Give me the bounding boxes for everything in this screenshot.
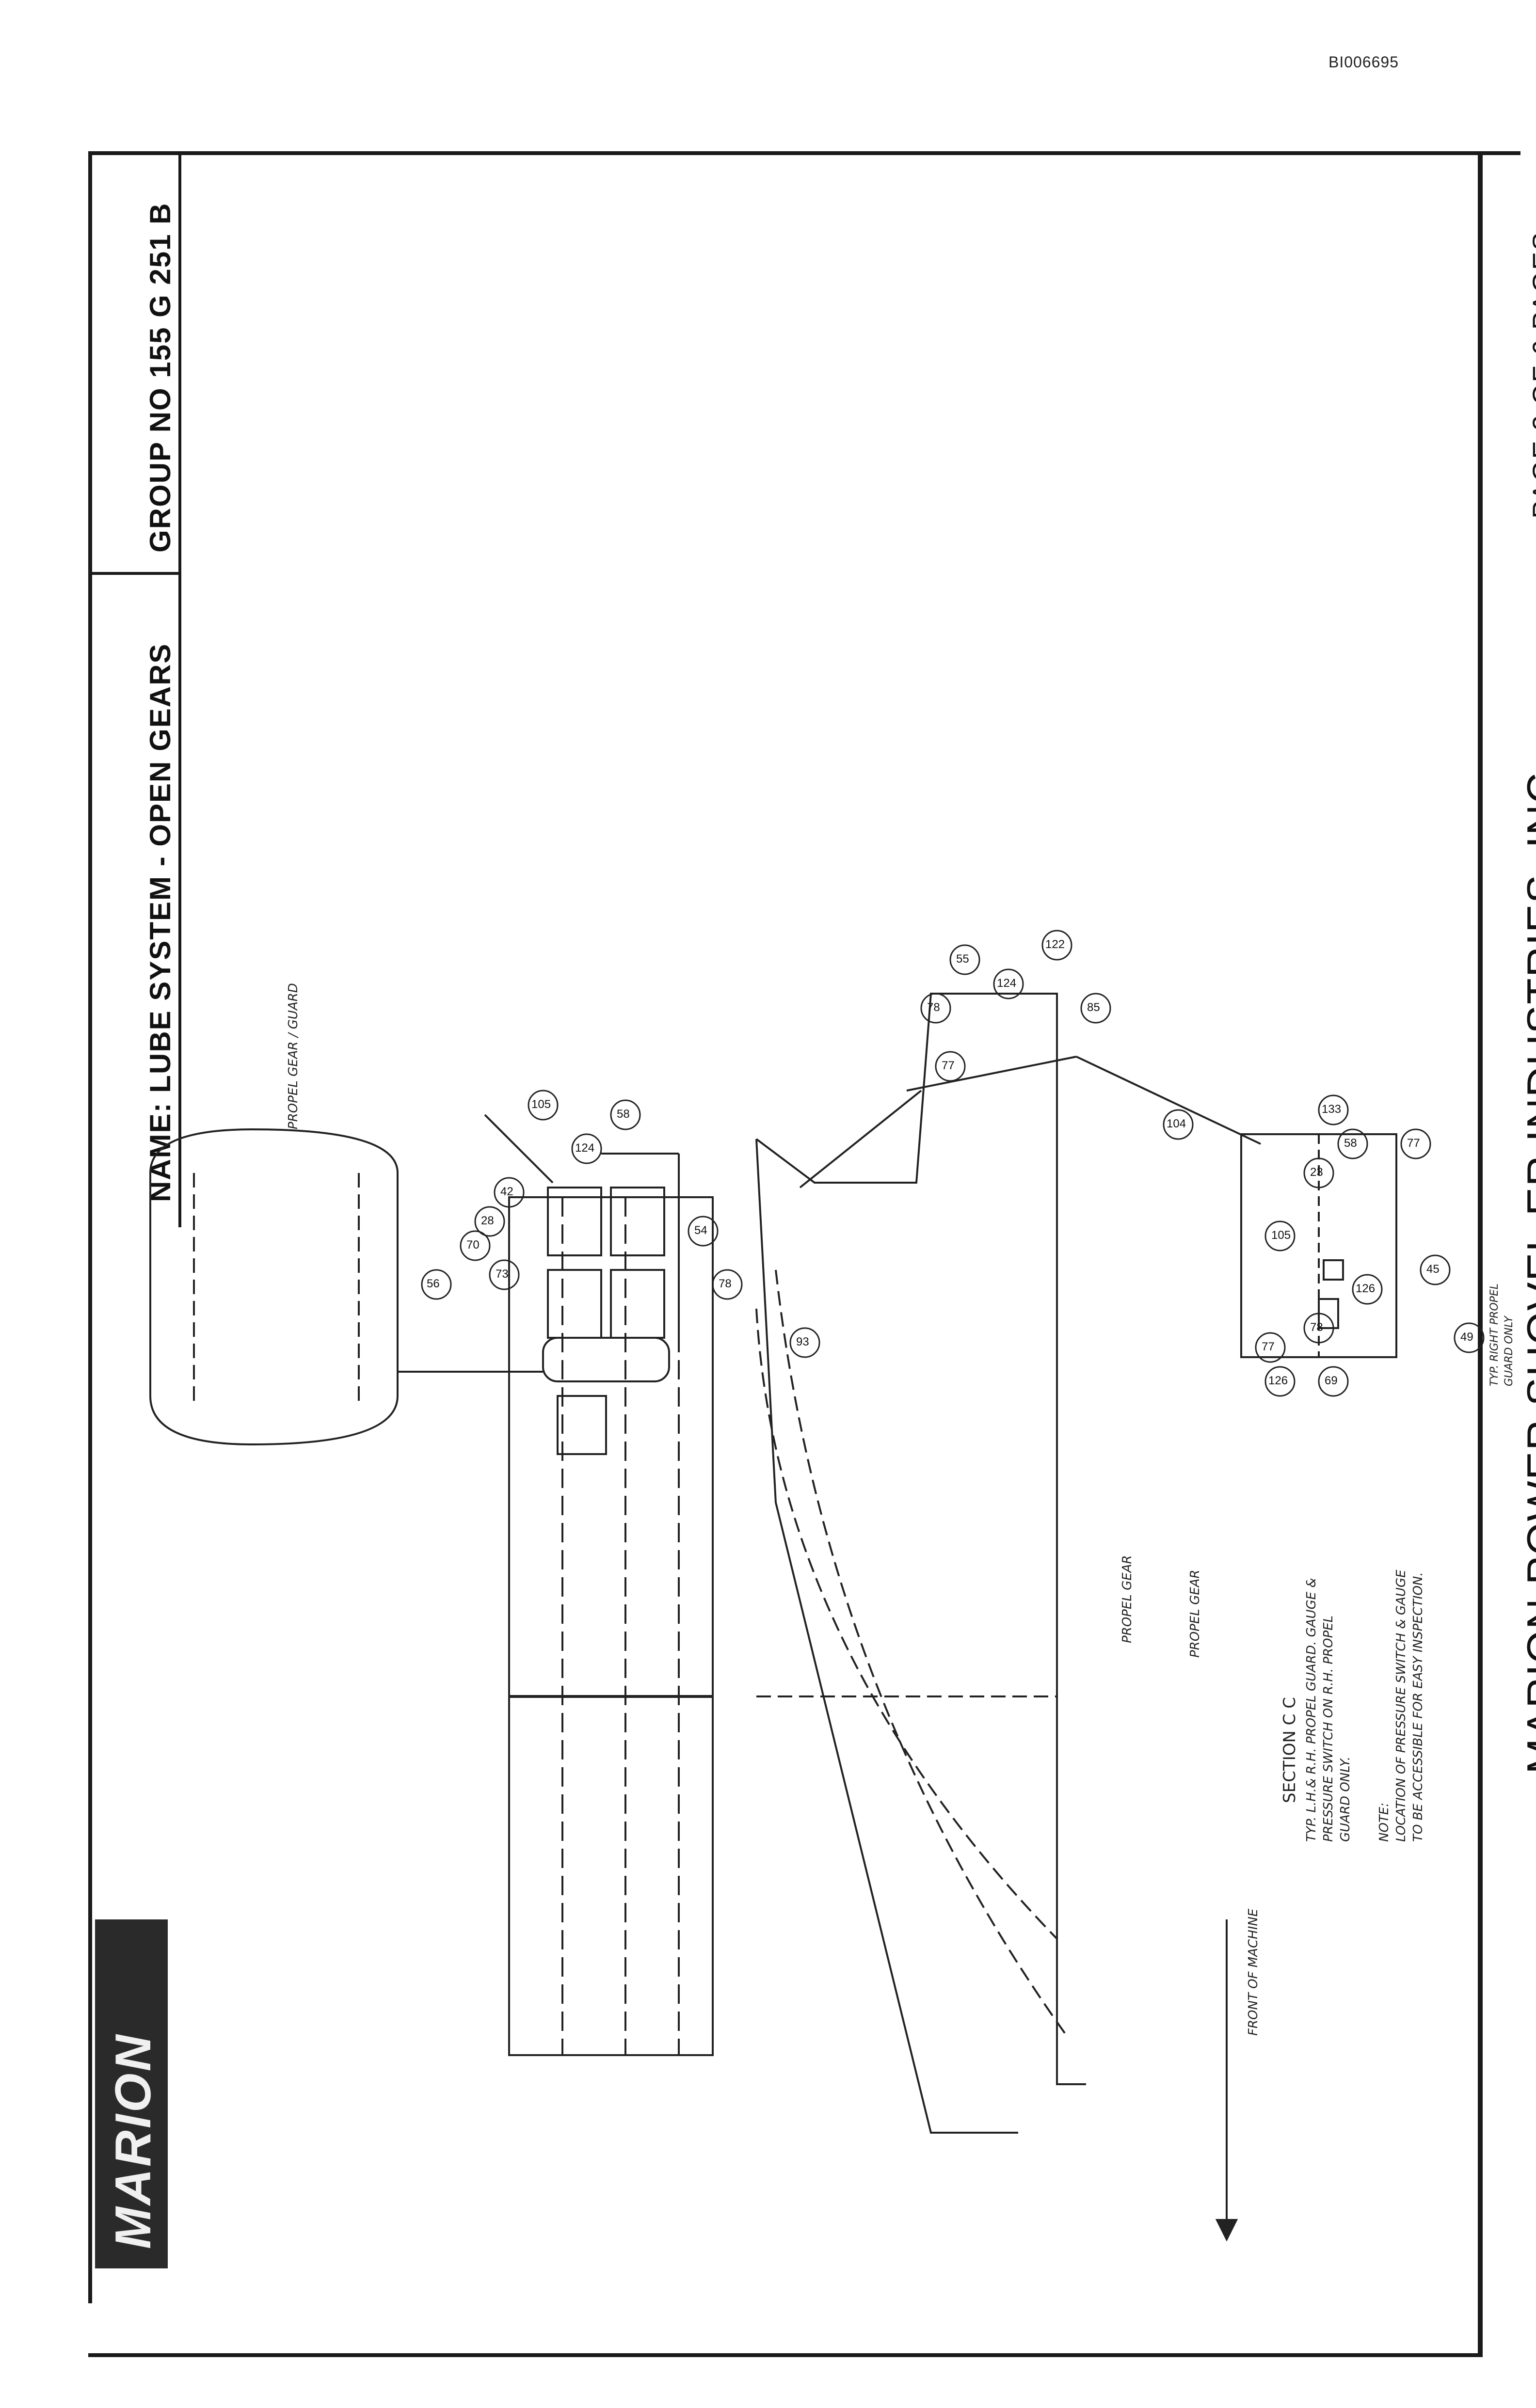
callout-bubble [993, 968, 1024, 999]
callout-bubble [528, 1090, 559, 1121]
callout-label: 23 [1310, 1166, 1323, 1179]
callout-bubble [1454, 1322, 1485, 1353]
callout-label: 70 [466, 1238, 480, 1252]
callout-bubble [494, 1177, 525, 1208]
note-front-of-machine: FRONT OF MACHINE [1246, 1908, 1261, 2036]
injector-block-2 [547, 1269, 602, 1339]
callout-label: 126 [1356, 1282, 1376, 1295]
gear-arc-2 [755, 1308, 1058, 1940]
callout-label: 85 [1087, 1001, 1100, 1014]
side-frame-outline [755, 993, 1086, 2085]
callout-label: 77 [942, 1059, 955, 1072]
callout-bubble [789, 1327, 820, 1358]
callout-bubble [1400, 1128, 1431, 1159]
note-propel-gear-guard: PROPEL GEAR / GUARD [286, 983, 301, 1129]
callout-label: 54 [694, 1224, 707, 1237]
injector-block-3 [610, 1187, 665, 1256]
callout-bubble [935, 1051, 966, 1082]
callout-bubble [688, 1216, 719, 1247]
section-feed-line [1076, 1056, 1261, 1145]
gear-arc [775, 1269, 1068, 2037]
callout-label: 69 [1325, 1374, 1338, 1387]
callout-label: 105 [1271, 1229, 1291, 1242]
frame-left-border [88, 151, 92, 2303]
callout-bubble [1352, 1274, 1383, 1305]
note-propel-gear-2: PROPEL GEAR [1188, 1569, 1202, 1658]
injector-block-4 [610, 1269, 665, 1339]
callout-label: 55 [956, 952, 969, 966]
callout-label: 73 [496, 1267, 509, 1281]
callout-bubble [949, 944, 980, 975]
side-feed-line [906, 1056, 1077, 1092]
callout-label: 78 [927, 1001, 940, 1014]
callout-bubble [1318, 1094, 1349, 1125]
title-block-divider [88, 572, 178, 575]
section-cc-line-3: GUARD ONLY. [1338, 1756, 1353, 1842]
callout-bubble [920, 993, 951, 1024]
callout-label: 93 [796, 1335, 809, 1348]
callout-label: 56 [427, 1277, 440, 1290]
note-propel-gear-1: PROPEL GEAR [1120, 1555, 1135, 1644]
section-cc-line-1: TYP. L.H.& R.H. PROPEL GUARD. GAUGE & [1304, 1578, 1319, 1842]
callout-label: 77 [1407, 1137, 1420, 1150]
note-typ-right-propel-2: GUARD ONLY [1503, 1316, 1515, 1386]
callout-bubble [1303, 1313, 1334, 1344]
section-cc-line-2: PRESSURE SWITCH ON R.H. PROPEL [1321, 1615, 1336, 1842]
title-block [88, 151, 181, 1227]
note-title: NOTE: [1377, 1803, 1392, 1842]
feed-line-diagonal [484, 1114, 554, 1184]
callout-bubble [474, 1206, 505, 1237]
callout-label: 58 [617, 1108, 630, 1121]
frame-right-border [1478, 151, 1483, 2357]
callout-label: 104 [1167, 1117, 1186, 1130]
marion-logo [95, 1919, 168, 2268]
pump-housing [557, 1395, 607, 1455]
front-arrow-head [1215, 2219, 1238, 2242]
callout-label: 45 [1426, 1263, 1440, 1276]
frame-bottom-border [88, 2353, 1483, 2357]
callout-label: 78 [1310, 1321, 1323, 1334]
callout-label: 77 [1262, 1340, 1275, 1353]
callout-bubble [1318, 1366, 1349, 1397]
callout-bubble [489, 1259, 520, 1290]
note-line-1: LOCATION OF PRESSURE SWITCH & GAUGE [1394, 1569, 1408, 1842]
manifold-block [542, 1337, 670, 1382]
callout-label: 124 [997, 977, 1017, 990]
callout-bubble [571, 1133, 602, 1164]
callout-label: 133 [1322, 1103, 1342, 1116]
callout-bubble [1255, 1332, 1286, 1363]
callout-bubble [1041, 930, 1072, 961]
callout-label: 58 [1344, 1137, 1357, 1150]
callout-bubble [1337, 1128, 1368, 1159]
note-typ-right-propel: TYP. RIGHT PROPEL [1488, 1283, 1501, 1386]
callout-label: 126 [1268, 1374, 1288, 1387]
side-frame-lower [755, 1139, 1018, 2134]
callout-bubble [460, 1230, 491, 1261]
callout-label: 78 [719, 1277, 732, 1290]
callout-label: 42 [500, 1185, 513, 1198]
callout-label: 28 [481, 1214, 494, 1227]
callout-bubble [1303, 1157, 1334, 1188]
note-line-2: TO BE ACCESSIBLE FOR EASY INSPECTION. [1411, 1572, 1425, 1842]
callout-bubble [712, 1269, 743, 1300]
callout-bubble [1264, 1220, 1296, 1252]
callout-label: 122 [1045, 938, 1065, 951]
injector-block-1 [547, 1187, 602, 1256]
pressure-gauge [1323, 1259, 1344, 1281]
callout-bubble [1264, 1366, 1296, 1397]
callout-label: 49 [1460, 1331, 1473, 1344]
callout-bubble [610, 1099, 641, 1130]
frame-top-border [88, 151, 1520, 155]
callout-bubble [421, 1269, 452, 1300]
callout-label: 124 [575, 1141, 595, 1155]
propel-lube-line [799, 1090, 922, 1188]
guard-tank [149, 1128, 399, 1446]
callout-label: 105 [531, 1098, 551, 1111]
callout-bubble [1420, 1254, 1451, 1285]
callout-bubble [1080, 993, 1111, 1024]
callout-bubble [1163, 1109, 1194, 1140]
section-cc-title: SECTION C C [1280, 1697, 1299, 1803]
document-id: BI006695 [1328, 53, 1399, 71]
